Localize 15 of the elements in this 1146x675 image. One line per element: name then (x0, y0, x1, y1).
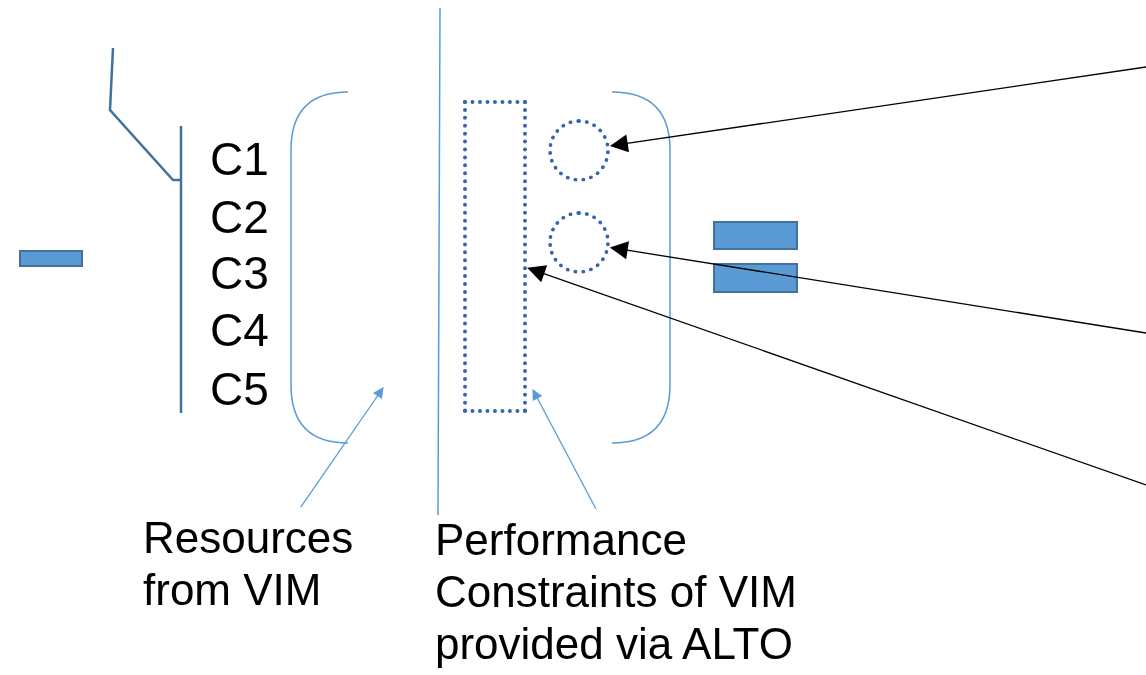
dotted-circle (548, 211, 610, 274)
row-label: C5 (210, 362, 269, 417)
row-label: C3 (210, 246, 269, 301)
dotted-circle (548, 119, 610, 182)
arrow (609, 241, 1146, 334)
callout-text: Performance Constraints of VIM provided via ALTO (435, 514, 845, 670)
row-label: C1 (210, 132, 269, 187)
row-label: C2 (210, 190, 269, 245)
dotted-bar (463, 100, 527, 413)
callout-text: Resources from VIM (143, 512, 373, 616)
arrow (527, 265, 1146, 486)
arrow (609, 66, 1146, 153)
leader-line (300, 387, 384, 508)
row-label: C4 (210, 303, 269, 358)
arrow (532, 389, 597, 510)
